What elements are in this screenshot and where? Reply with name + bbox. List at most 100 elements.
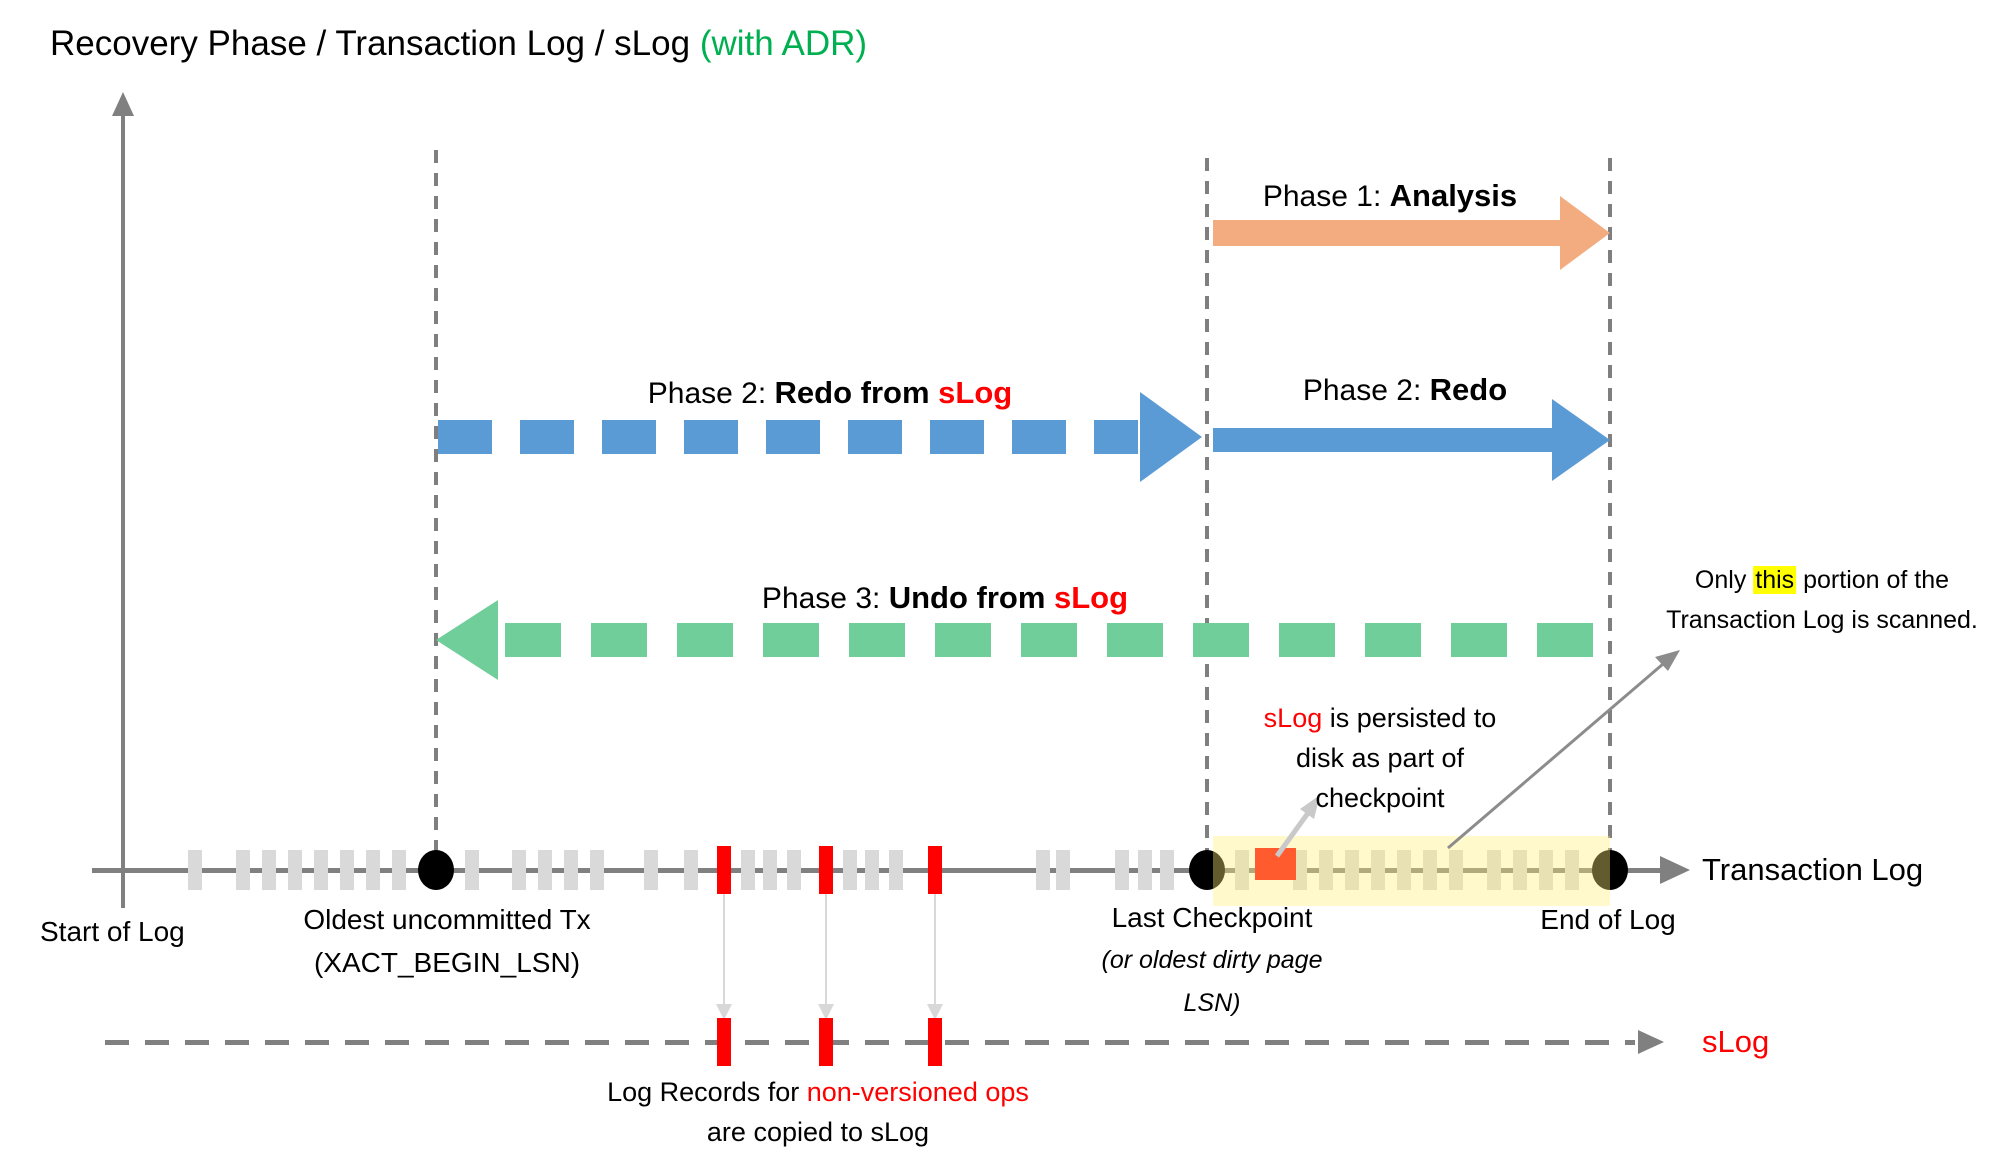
title-adr-suffix: (with ADR)	[699, 24, 868, 63]
persisted-line2: disk as part of	[1295, 743, 1465, 773]
y-axis-line	[121, 112, 125, 908]
scanned-note: Only this portion of the Transaction Log…	[1666, 560, 1978, 640]
phase2-slog-action: Redo from	[774, 375, 939, 410]
copy-drop-line	[934, 888, 936, 1004]
log-record-tick	[538, 850, 552, 890]
guide-line-last-checkpoint	[1205, 158, 1209, 870]
oldest-tx-line2: (XACT_BEGIN_LSN)	[313, 947, 581, 978]
log-record-tick	[843, 850, 857, 890]
checkpoint-line2: (or oldest dirty page	[1101, 946, 1323, 974]
slog-record-tick	[717, 1018, 731, 1066]
phase2-slog-red: sLog	[938, 375, 1013, 410]
log-record-tick	[314, 850, 328, 890]
nonversioned-log-record-tick	[819, 846, 833, 894]
transaction-log-axis-label: Transaction Log	[1702, 852, 1924, 887]
log-record-tick	[1345, 850, 1359, 890]
log-record-tick	[590, 850, 604, 890]
scanned-note-line1: Only this portion of the	[1666, 560, 1978, 600]
slog-record-tick	[928, 1018, 942, 1066]
log-record-tick	[512, 850, 526, 890]
copied-line1: Log Records for non-versioned ops	[607, 1072, 1029, 1112]
phase1-arrowhead-icon	[1560, 196, 1610, 270]
log-record-tick	[865, 850, 879, 890]
end-of-log-label: End of Log	[1540, 904, 1676, 935]
copy-drop-arrowhead-icon	[818, 1004, 834, 1020]
log-record-tick	[340, 850, 354, 890]
log-record-tick	[741, 850, 755, 890]
phase1-arrow-shaft	[1213, 220, 1560, 246]
log-record-tick	[1371, 850, 1385, 890]
log-record-tick	[564, 850, 578, 890]
log-record-tick	[763, 850, 777, 890]
phase3-arrowhead-icon	[436, 600, 498, 680]
log-record-tick	[1423, 850, 1437, 890]
log-record-tick	[787, 850, 801, 890]
phase2-arrowhead-icon	[1552, 399, 1610, 481]
oldest-tx-line1: Oldest uncommitted Tx	[303, 904, 591, 935]
log-record-tick	[188, 850, 202, 890]
slog-axis-label: sLog	[1702, 1024, 1770, 1059]
phase3-label: Phase 3: Undo from sLog	[762, 580, 1128, 616]
phase3-arrow-shaft	[505, 623, 1610, 657]
copy-drop-arrowhead-icon	[927, 1004, 943, 1020]
log-record-tick	[889, 850, 903, 890]
log-record-tick	[684, 850, 698, 890]
phase2-slog-arrow-shaft	[438, 420, 1138, 454]
log-record-tick	[1487, 850, 1501, 890]
copy-drop-line	[723, 888, 725, 1004]
phase2-slog-arrowhead-icon	[1140, 392, 1202, 482]
phase3-prefix: Phase 3:	[761, 582, 889, 615]
y-axis-arrowhead-icon	[112, 92, 134, 116]
copied-line2: are copied to sLog	[706, 1117, 930, 1147]
copied-red: non-versioned ops	[806, 1077, 1029, 1107]
nonversioned-log-record-tick	[717, 846, 731, 894]
log-marker-dot	[1189, 850, 1225, 890]
persisted-line1: sLog is persisted to	[1264, 698, 1497, 738]
log-record-tick	[1449, 850, 1463, 890]
title-main: Recovery Phase / Transaction Log / sLog	[50, 24, 700, 63]
page-title: Recovery Phase / Transaction Log / sLog …	[50, 24, 867, 64]
log-record-tick	[1293, 850, 1307, 890]
log-record-tick	[1397, 850, 1411, 890]
log-record-tick	[1235, 850, 1249, 890]
slog-line	[105, 1040, 1635, 1045]
phase2-name: Redo	[1429, 372, 1508, 407]
scanned-note-line2: Transaction Log is scanned.	[1666, 606, 1978, 634]
copied-pre: Log Records for	[607, 1077, 807, 1107]
log-record-tick	[1036, 850, 1050, 890]
scanned-pre: Only	[1694, 566, 1754, 594]
phase2-prefix: Phase 2:	[1302, 374, 1430, 407]
persisted-line3: checkpoint	[1315, 783, 1445, 813]
persisted-note: sLog is persisted to disk as part of che…	[1264, 698, 1497, 818]
phase2-slog-label: Phase 2: Redo from sLog	[648, 375, 1012, 411]
phase2-label: Phase 2: Redo	[1303, 372, 1507, 408]
last-checkpoint-label: Last Checkpoint (or oldest dirty page LS…	[1102, 896, 1323, 1025]
scanned-highlight-word: this	[1753, 566, 1797, 594]
copied-note: Log Records for non-versioned ops are co…	[607, 1072, 1029, 1152]
copy-drop-arrowhead-icon	[716, 1004, 732, 1020]
guide-line-oldest-tx	[434, 150, 438, 870]
guide-line-end-of-log	[1608, 158, 1612, 870]
slog-record-tick	[819, 1018, 833, 1066]
log-record-tick	[1115, 850, 1129, 890]
scanned-post: portion of the	[1796, 566, 1950, 594]
nonversioned-log-record-tick	[928, 846, 942, 894]
checkpoint-line3: LSN)	[1183, 989, 1241, 1017]
log-marker-dot	[1592, 850, 1628, 890]
log-record-tick	[236, 850, 250, 890]
copy-drop-line	[825, 888, 827, 1004]
log-record-tick	[1138, 850, 1152, 890]
phase3-red: sLog	[1054, 580, 1129, 615]
start-of-log-label: Start of Log	[40, 916, 185, 947]
log-record-tick	[465, 850, 479, 890]
persisted-slog-word: sLog	[1263, 703, 1323, 733]
oldest-tx-label: Oldest uncommitted Tx (XACT_BEGIN_LSN)	[303, 898, 590, 984]
log-record-tick	[262, 850, 276, 890]
log-record-tick	[1160, 850, 1174, 890]
phase1-prefix: Phase 1:	[1262, 180, 1390, 213]
checkpoint-line1: Last Checkpoint	[1111, 902, 1313, 933]
log-record-tick	[1056, 850, 1070, 890]
phase2-arrow-shaft	[1213, 428, 1553, 452]
transaction-log-line	[92, 868, 1666, 873]
